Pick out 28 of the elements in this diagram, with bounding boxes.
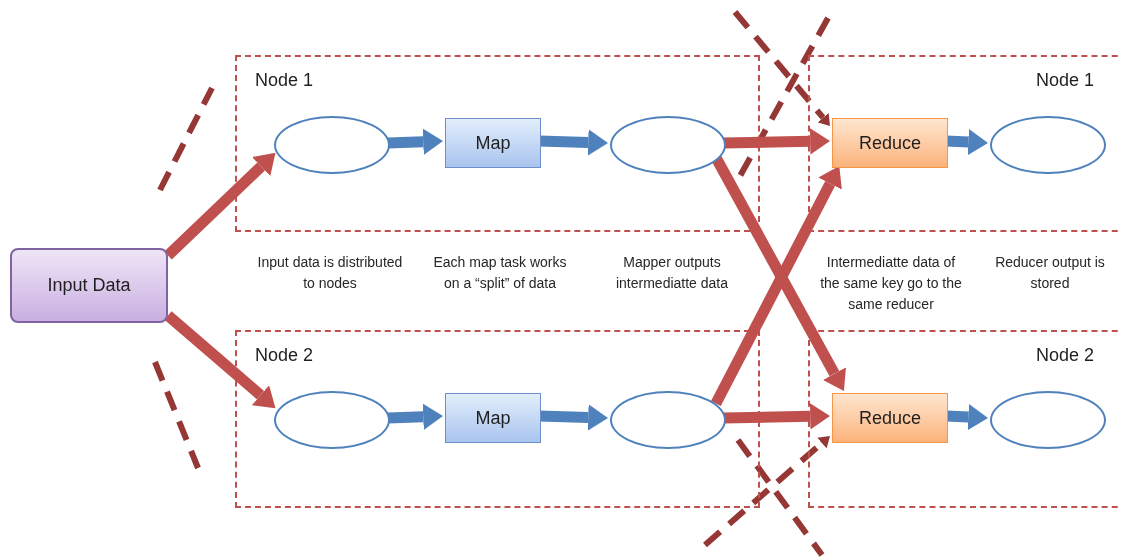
region-title: Node 2 [255, 344, 314, 367]
arrow [164, 311, 276, 409]
ellipse-node [610, 391, 726, 449]
dashed-region [235, 55, 760, 232]
caption-text: Reducer output is stored [994, 253, 1106, 293]
input-box: Input Data [10, 248, 168, 323]
ellipse-node [274, 391, 390, 449]
arrow [387, 403, 443, 430]
arrow [703, 436, 830, 548]
process-box: Map [445, 118, 541, 168]
process-box: Reduce [832, 393, 948, 443]
caption-text: Input data is distributed to nodes [256, 253, 404, 293]
region-title: Node 2 [1035, 344, 1094, 367]
process-box: Map [445, 393, 541, 443]
region-title: Node 1 [1035, 69, 1094, 92]
arrow [164, 152, 276, 260]
caption-text: Each map task works on a “split” of data [432, 253, 568, 293]
caption-text: Intermediatte data of the same key go to the same reducer [819, 253, 963, 314]
dashed-region [235, 330, 760, 508]
region-title: Node 1 [255, 69, 314, 92]
arrow [387, 128, 443, 155]
ellipse-node [274, 116, 390, 174]
arrow [732, 10, 830, 126]
caption-text: Mapper outputs intermediatte data [614, 253, 730, 293]
ellipse-node [610, 116, 726, 174]
arrow [723, 403, 830, 430]
arrow [723, 128, 830, 155]
process-box: Reduce [832, 118, 948, 168]
